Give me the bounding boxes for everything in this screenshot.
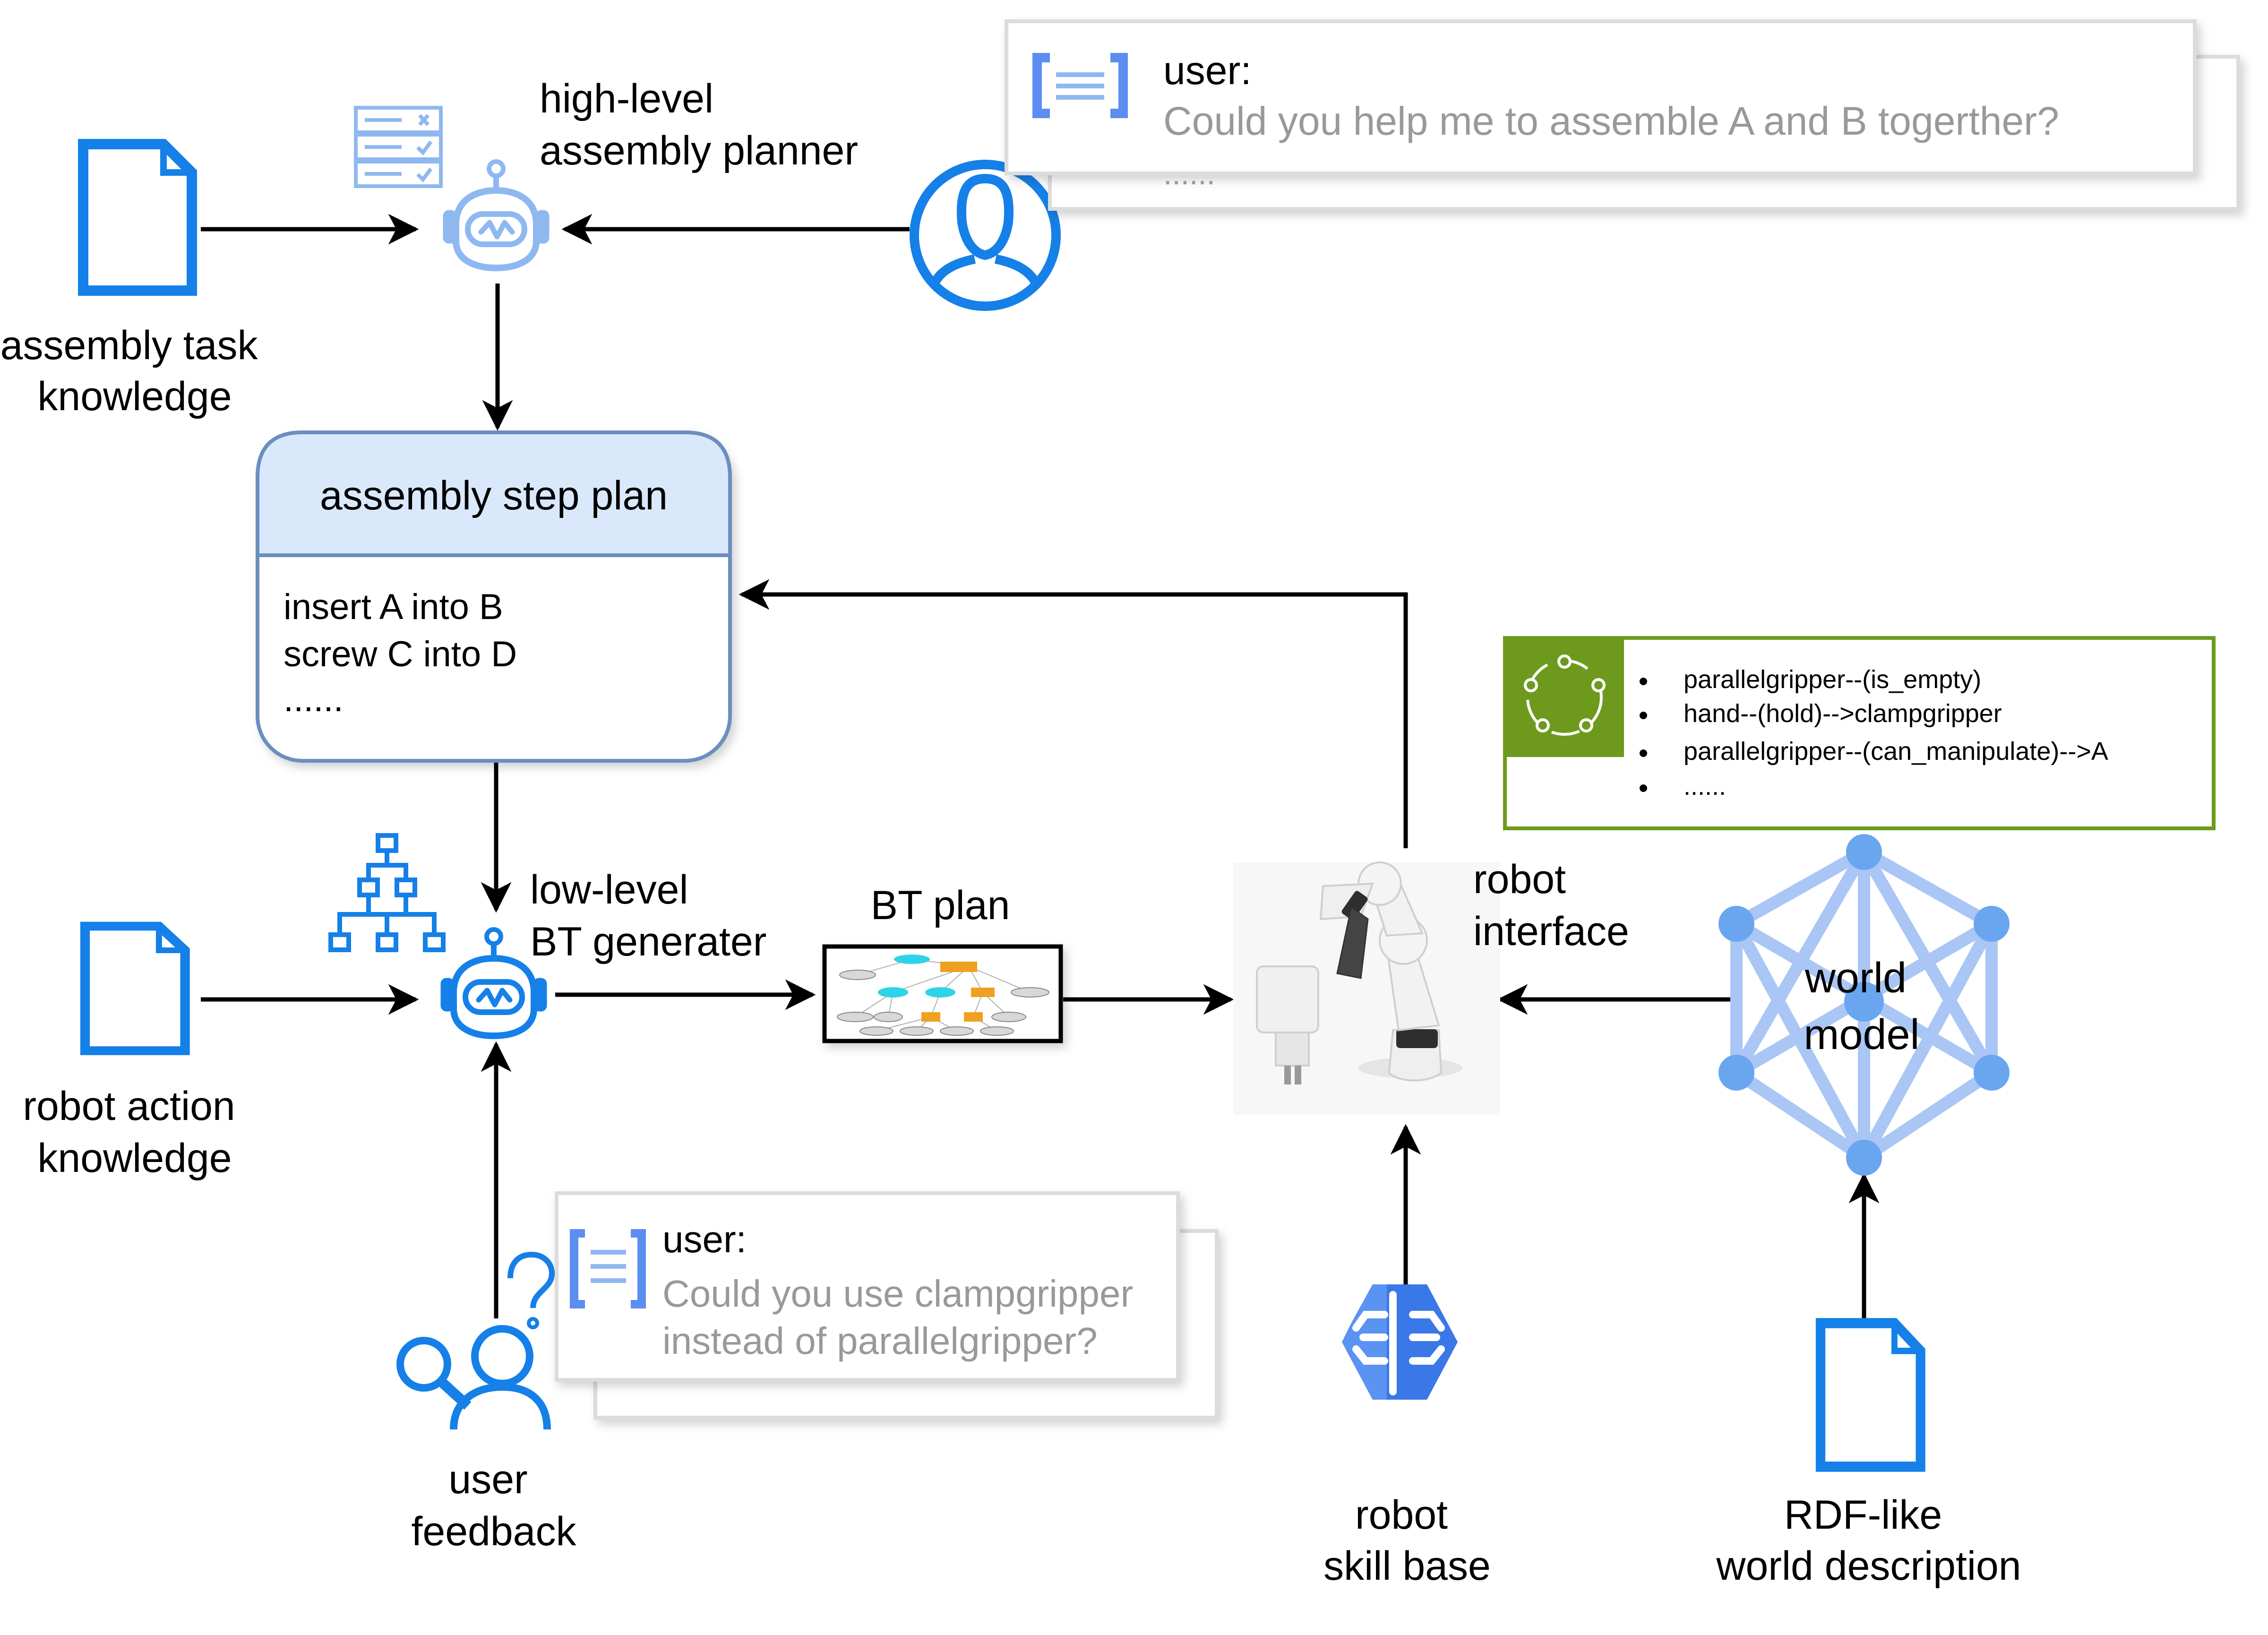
document-icon: [85, 926, 185, 1051]
hierarchy-icon: [328, 833, 446, 952]
chat-bottom-message-line2: instead of parallelgripper?: [662, 1320, 1098, 1362]
robot-skill-base-label: robot skill base: [1323, 1492, 1491, 1589]
step-plan-item: screw C into D: [284, 634, 517, 674]
bt-generator-label: low-level BT generater: [530, 867, 766, 964]
high-level-planner-label: high-level assembly planner: [540, 76, 858, 173]
chat-bottom-message-line1: Could you use clampgripper: [662, 1273, 1133, 1315]
bt-plan-thumbnail: [822, 944, 1063, 1043]
world-fact: parallelgripper--(can_manipulate)-->A: [1684, 737, 2108, 766]
chat-top-ellipsis: ......: [1163, 156, 1215, 191]
brain-icon: [1342, 1284, 1458, 1400]
document-icon: [83, 144, 192, 291]
graph-icon: [1524, 654, 1606, 736]
user-search-icon: [396, 1251, 555, 1430]
robot-action-knowledge-label: robot action knowledge: [23, 1084, 246, 1181]
world-fact: ......: [1684, 772, 1726, 800]
assembly-step-plan-box: assembly step plan insert A into B screw…: [256, 430, 732, 763]
chat-top-speaker: user:: [1163, 48, 1252, 93]
world-model-graph: world model: [1718, 834, 2010, 1176]
user-feedback-label: user feedback: [411, 1457, 576, 1554]
arrow-robot-to-step-plan: [739, 579, 1408, 848]
rdf-world-description-label: RDF-like world description: [1716, 1492, 2021, 1589]
bt-plan-label: BT plan: [871, 883, 1010, 928]
chat-top-message: Could you help me to assemble A and B to…: [1163, 99, 2059, 143]
chat-icon: [570, 1229, 646, 1308]
connector-arrows: [201, 214, 1880, 1323]
robot-arm-image: [1233, 861, 1500, 1115]
robot-icon: [443, 162, 549, 268]
step-plan-item: ......: [284, 679, 344, 719]
step-plan-title: assembly step plan: [320, 473, 668, 518]
document-icon: [1821, 1323, 1921, 1467]
assembly-task-knowledge-label: assembly task knowledge: [0, 323, 269, 419]
world-facts-box: parallelgripper--(is_empty) hand--(hold)…: [1503, 636, 2216, 830]
world-model-label: world model: [1804, 955, 1919, 1058]
checklist-icon: [354, 106, 443, 188]
step-plan-item: insert A into B: [284, 587, 503, 627]
chat-bubble-top: user: Could you help me to assemble A an…: [1005, 19, 2240, 211]
robot-interface-label: robot interface: [1473, 857, 1629, 954]
world-fact: parallelgripper--(is_empty): [1684, 665, 1981, 694]
world-fact: hand--(hold)-->clampgripper: [1684, 699, 2002, 728]
chat-icon: [1032, 53, 1128, 118]
user-circle-icon: [910, 160, 1061, 311]
chat-bubble-bottom: user: Could you use clampgripper instead…: [555, 1191, 1219, 1420]
chat-bottom-speaker: user:: [662, 1218, 747, 1260]
